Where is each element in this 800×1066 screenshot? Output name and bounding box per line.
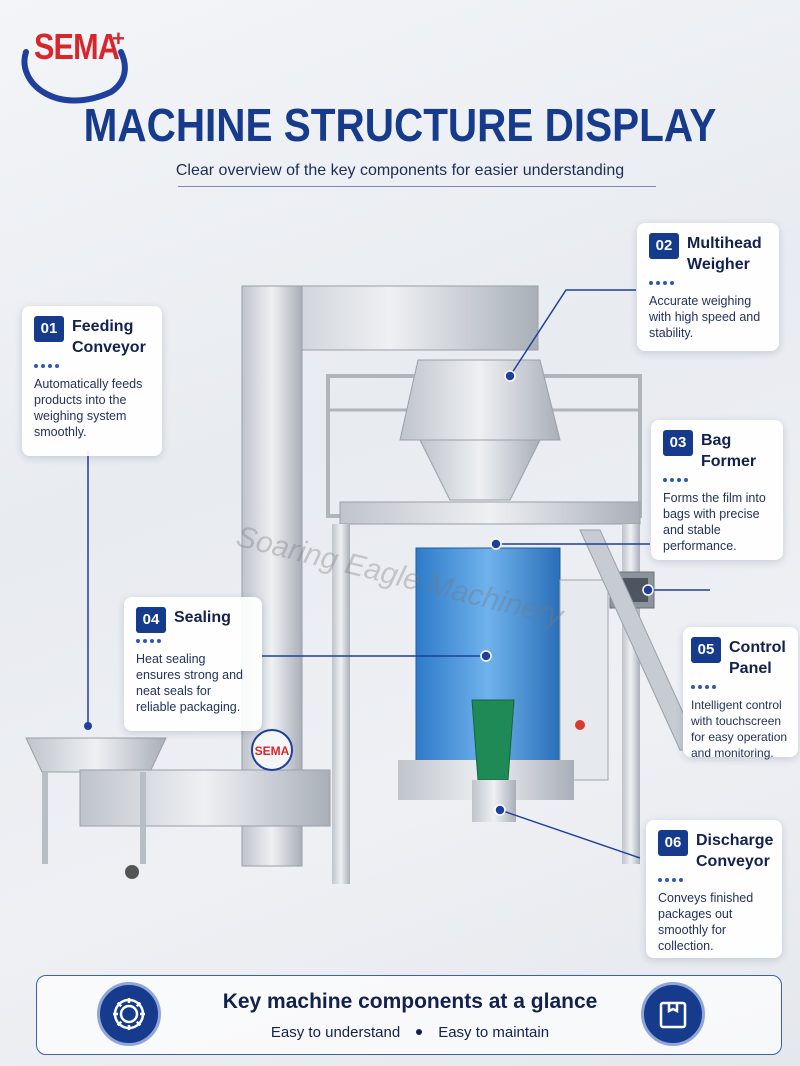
callout-description: Conveys finished packages out smoothly f…	[658, 891, 754, 953]
logo-plus: +	[112, 26, 125, 51]
callout-number: 06	[658, 830, 688, 856]
callout-number: 05	[691, 637, 721, 663]
callout-dots	[663, 478, 771, 484]
footer-title: Key machine components at a glance	[222, 990, 598, 1013]
callout-number: 03	[663, 430, 693, 456]
callout-description: Heat sealing ensures strong and neat sea…	[136, 652, 244, 714]
callout-number: 04	[136, 607, 166, 633]
callout-description: Forms the film into bags with precise an…	[663, 491, 766, 553]
callout-title: Sealing	[174, 609, 231, 626]
logo-swoosh-icon	[21, 49, 128, 104]
callout-dots	[649, 281, 767, 287]
footer-banner: Key machine components at a glance Easy …	[36, 975, 782, 1055]
logo-text: SEMA	[34, 26, 120, 67]
callout-dots	[34, 364, 150, 370]
callout-number: 01	[34, 316, 64, 342]
callout-description: Accurate weighing with high speed and st…	[649, 294, 761, 340]
footer-subtitle: Easy to understand Easy to maintain	[37, 1024, 783, 1041]
footer-item-maintain: Easy to maintain	[438, 1024, 550, 1041]
callout-description: Automatically feeds products into the we…	[34, 377, 143, 439]
callout-dots	[136, 639, 250, 645]
bullet-separator	[416, 1029, 423, 1036]
page-title: MACHINE STRUCTURE DISPLAY	[83, 99, 717, 151]
gear-icon	[97, 982, 161, 1046]
sema-logo: SEMA +	[16, 22, 128, 112]
callout-sealing: 04 Sealing Heat sealing ensures strong a…	[124, 597, 262, 731]
callout-number: 02	[649, 233, 679, 259]
page-subtitle: Clear overview of the key components for…	[175, 162, 625, 179]
footer-item-understand: Easy to understand	[270, 1024, 401, 1041]
subtitle-divider	[178, 186, 656, 187]
callout-dots	[658, 878, 770, 884]
callout-dots	[691, 685, 790, 691]
package-box-icon	[641, 982, 705, 1046]
callout-description: Intelligent control with touchscreen for…	[691, 698, 788, 760]
packing-machine-illustration: SEMA	[25, 285, 710, 884]
machine-badge-text: SEMA	[255, 744, 290, 758]
